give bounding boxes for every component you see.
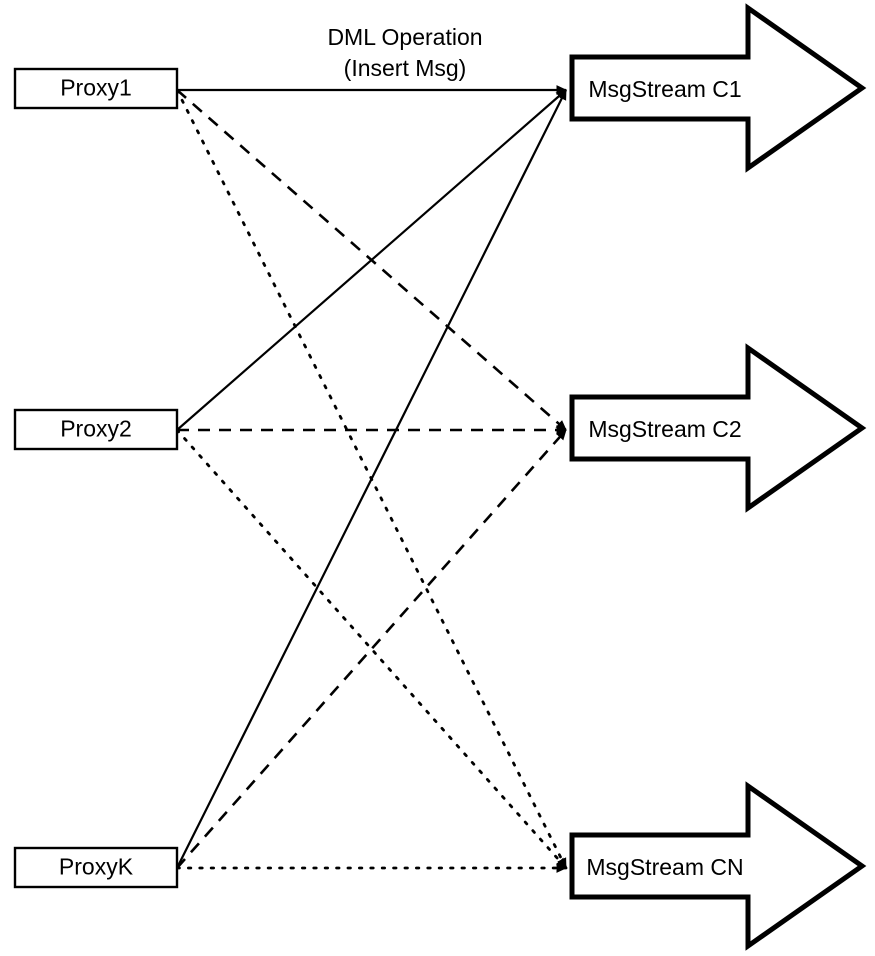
msgstream-label: MsgStream CN xyxy=(586,854,743,880)
proxy-box xyxy=(13,67,179,110)
dml-operation-line2: (Insert Msg) xyxy=(344,55,467,81)
edge-proxyk-to-msgstream-c2 xyxy=(176,429,567,869)
msgstream-node-cn[interactable]: MsgStream CN xyxy=(569,781,867,951)
msgstream-node-c1[interactable]: MsgStream C1 xyxy=(569,3,867,173)
block-arrow-icon xyxy=(569,781,867,951)
proxy-node-proxyk[interactable]: ProxyK xyxy=(13,846,179,889)
edge-proxyk-to-msgstream-c1 xyxy=(176,89,567,869)
block-arrow-icon xyxy=(569,3,867,173)
msgstream-label: MsgStream C1 xyxy=(588,76,741,102)
dml-operation-line1: DML Operation xyxy=(327,24,482,50)
edge-annotation-dml-operation: DML Operation (Insert Msg) xyxy=(327,24,482,81)
msgstream-layer: MsgStream C1 MsgStream C2 MsgStream CN xyxy=(569,3,867,951)
edge-proxy2-to-msgstream-c1 xyxy=(176,89,567,431)
proxy-label: ProxyK xyxy=(59,854,134,880)
proxy-node-proxy1[interactable]: Proxy1 xyxy=(13,67,179,110)
proxy-box xyxy=(13,846,179,889)
proxy-label: Proxy2 xyxy=(60,416,132,442)
msgstream-node-c2[interactable]: MsgStream C2 xyxy=(569,343,867,513)
proxy-node-proxy2[interactable]: Proxy2 xyxy=(13,408,179,451)
proxy-layer: Proxy1 Proxy2 ProxyK xyxy=(13,67,179,889)
proxy-box xyxy=(13,408,179,451)
block-arrow-icon xyxy=(569,343,867,513)
msgstream-label: MsgStream C2 xyxy=(588,416,741,442)
proxy-label: Proxy1 xyxy=(60,75,132,101)
edge-layer xyxy=(175,85,568,873)
